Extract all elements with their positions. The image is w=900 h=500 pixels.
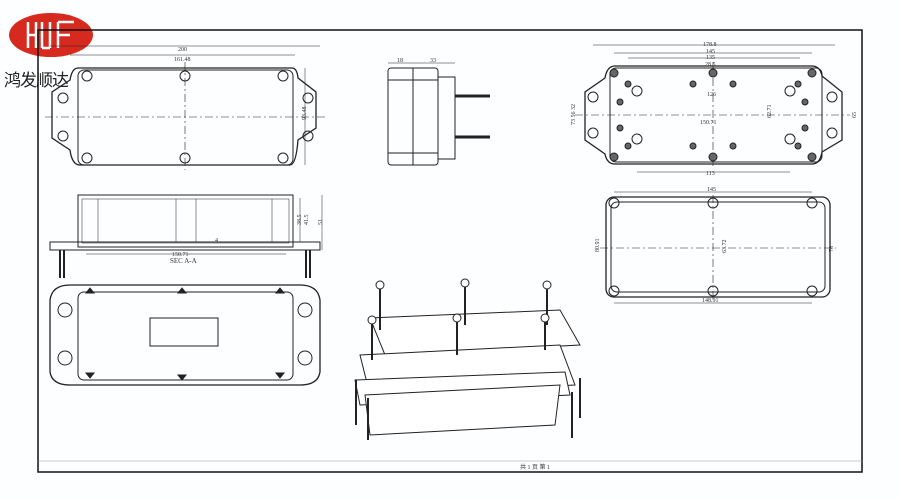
dim-113: 113 bbox=[706, 171, 715, 177]
drawing-frame bbox=[37, 29, 863, 473]
dim-78: 78 bbox=[829, 246, 835, 252]
dim-93: 93.48 bbox=[302, 107, 308, 121]
dim-left: 73 56 32 bbox=[571, 104, 577, 125]
dim-63: 63.72 bbox=[722, 240, 728, 254]
dim-145: 145 bbox=[706, 49, 715, 55]
dim-80: 80.91 bbox=[595, 239, 601, 253]
right-lower-view bbox=[600, 191, 836, 304]
dim-200: 200 bbox=[178, 47, 187, 53]
dim-4: 4 bbox=[215, 238, 218, 244]
dim-51: 51 bbox=[318, 219, 324, 225]
dim-18: 18 bbox=[397, 58, 403, 64]
dim-148: 148.91 bbox=[702, 298, 719, 304]
exploded-view bbox=[354, 278, 581, 440]
dim-178: 178.8 bbox=[703, 42, 717, 48]
top-view bbox=[45, 45, 325, 170]
dim-161: 161.48 bbox=[174, 57, 191, 63]
page-count: 共 1 页 第 1 bbox=[520, 463, 550, 471]
dim-126: 126 bbox=[707, 92, 716, 98]
dim-65: 65 bbox=[852, 112, 858, 118]
dim-33: 33 bbox=[430, 58, 436, 64]
dim-41: 41.5 bbox=[304, 215, 310, 226]
dim-inner: 150.71 bbox=[700, 120, 717, 126]
brand-name: 鸿发顺达 bbox=[4, 71, 69, 91]
dim-38: 38.5 bbox=[297, 215, 303, 226]
dim-145-lower: 145 bbox=[707, 187, 716, 193]
section-title: SEC A-A bbox=[170, 257, 197, 265]
right-top-view bbox=[575, 44, 850, 173]
dim-150: 150.71 bbox=[172, 252, 189, 258]
section-view bbox=[49, 194, 323, 278]
bottom-view bbox=[49, 284, 321, 386]
dim-62: 62.71 bbox=[767, 105, 773, 119]
side-view bbox=[387, 62, 490, 166]
dim-28: 28.5 bbox=[705, 62, 716, 68]
dim-135: 135 bbox=[706, 55, 715, 61]
